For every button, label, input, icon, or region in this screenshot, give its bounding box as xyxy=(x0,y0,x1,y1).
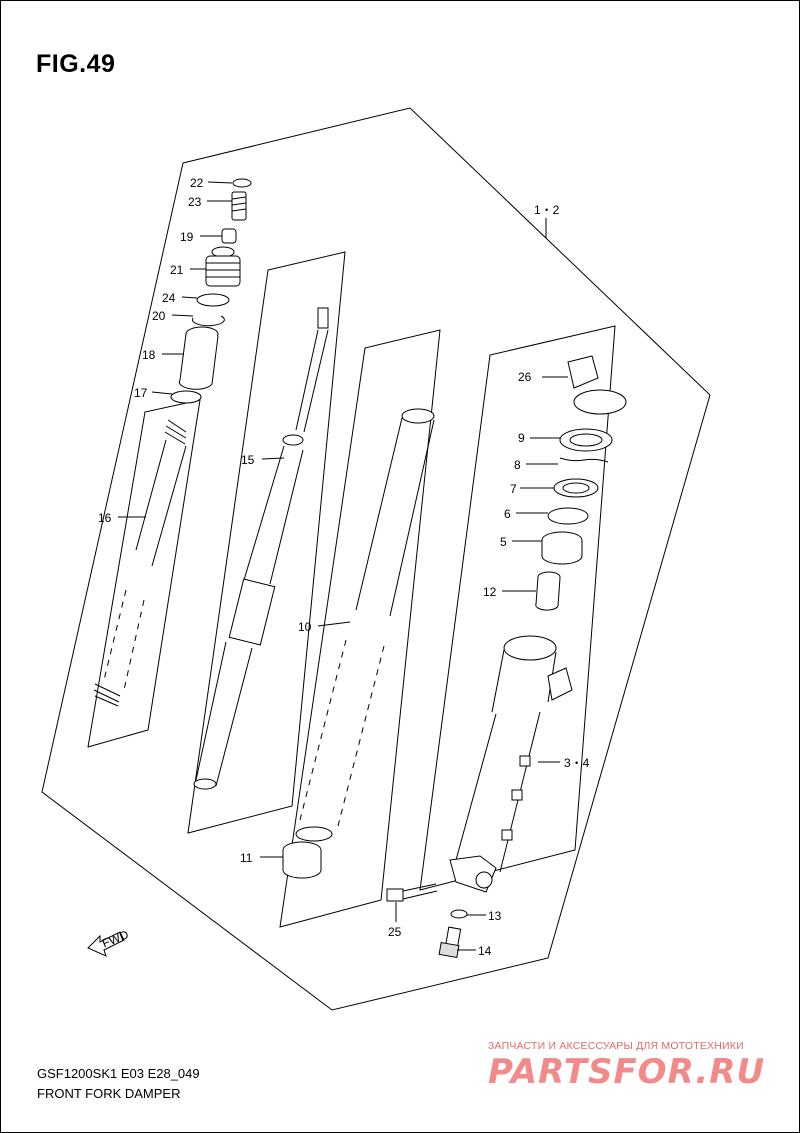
callout-7: 7 xyxy=(510,482,517,496)
callout-19: 19 xyxy=(180,230,194,244)
figure-description: FRONT FORK DAMPER xyxy=(37,1086,181,1101)
part-7-oil-seal-retainer xyxy=(553,478,599,498)
callout-20: 20 xyxy=(152,309,166,323)
damper-rod-panel xyxy=(187,251,346,834)
part-20-washer xyxy=(191,315,225,327)
svg-text:FWD: FWD xyxy=(100,927,131,950)
inner-tube-panel xyxy=(279,329,441,928)
part-19-collar xyxy=(221,228,237,244)
callout-24: 24 xyxy=(162,291,176,305)
callout-16: 16 xyxy=(98,511,112,525)
callout-6: 6 xyxy=(504,507,511,521)
leader-lines xyxy=(118,181,568,951)
callout-21: 21 xyxy=(170,263,184,277)
callout-22: 22 xyxy=(190,176,204,190)
part-23-adjuster-screw xyxy=(231,191,247,221)
callout-8: 8 xyxy=(514,458,521,472)
callout-13: 13 xyxy=(488,909,502,923)
part-8-snap-ring xyxy=(559,457,609,463)
part-5-guide-bushing xyxy=(541,531,583,565)
part-25-axle-pinch-bolt xyxy=(386,883,438,902)
callout-5: 5 xyxy=(500,535,507,549)
outer-tube-panel xyxy=(419,325,616,891)
part-10-inner-tube xyxy=(295,408,435,842)
watermark-subtitle: ЗАПЧАСТИ И АКСЕССУАРЫ ДЛЯ МОТОТЕХНИКИ xyxy=(488,1040,744,1052)
part-26-dust-seal xyxy=(567,355,627,415)
part-17-washer xyxy=(170,390,202,404)
fwd-direction-arrow: FWD xyxy=(87,927,131,957)
callout-25: 25 xyxy=(388,925,402,939)
watermark-logo: PARTSFOR.RU xyxy=(488,1052,766,1092)
callout-17: 17 xyxy=(134,386,148,400)
part-24-o-ring xyxy=(196,293,230,307)
part-15-damper-rod xyxy=(193,307,329,790)
callout-1-2: 1・2 xyxy=(534,203,560,217)
callout-12: 12 xyxy=(483,585,497,599)
callout-23: 23 xyxy=(188,195,202,209)
part-6-washer xyxy=(547,507,589,525)
callout-18: 18 xyxy=(142,348,156,362)
part-9-oil-seal xyxy=(559,428,613,452)
part-11-slide-bushing xyxy=(282,841,322,879)
part-12-oil-lock-piece xyxy=(535,571,561,611)
callout-15: 15 xyxy=(241,453,255,467)
part-18-spacer xyxy=(178,326,219,390)
callout-26: 26 xyxy=(518,370,532,384)
callout-10: 10 xyxy=(298,620,312,634)
callout-3-4: 3・4 xyxy=(564,756,590,770)
figure-code: GSF1200SK1 E03 E28_049 xyxy=(37,1066,200,1081)
callout-14: 14 xyxy=(478,944,492,958)
callout-11: 11 xyxy=(240,851,253,865)
part-16-fork-spring xyxy=(93,419,187,707)
part-13-washer xyxy=(450,909,468,919)
assembly-outline xyxy=(41,107,711,1011)
spring-group-panel xyxy=(87,399,201,748)
figure-title: FIG.49 xyxy=(36,50,116,78)
callout-9: 9 xyxy=(518,431,525,445)
part-22-washer xyxy=(232,178,252,188)
part-3-4-outer-tube xyxy=(449,635,573,893)
part-14-damper-rod-bolt xyxy=(438,926,462,959)
part-21-cap-bolt xyxy=(205,246,241,287)
